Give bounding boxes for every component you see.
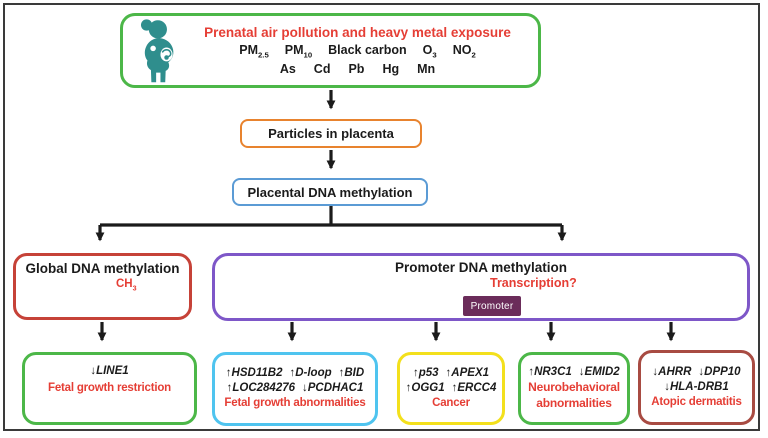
gene-label: ↑p53 (412, 366, 439, 379)
promoter-rect: Promoter (463, 296, 521, 316)
outcome-box-atopic-dermatitis: ↓AHRR ↓DPP10 ↓HLA-DRB1 Atopic dermatitis (638, 350, 755, 425)
gene-label: ↑OGG1 (405, 381, 445, 394)
gene-label: ↑APEX1 (445, 366, 490, 379)
pollutant-label: NO2 (452, 42, 476, 60)
particles-in-placenta-box: Particles in placenta (240, 119, 422, 148)
gene-list: ↓AHRR ↓DPP10 ↓HLA-DRB1 (652, 366, 740, 393)
outcome-box-cancer: ↑p53 ↑APEX1↑OGG1 ↑ERCC4 Cancer (397, 352, 505, 425)
outcome-label: Fetal growth abnormalities (224, 397, 366, 410)
pollutant-label: PM10 (284, 42, 313, 60)
gene-label: ↓DPP10 (698, 365, 741, 378)
gene-line: ↑OGG1 ↑ERCC4 (406, 382, 497, 394)
pollutant-label: Black carbon (328, 42, 407, 57)
gene-list: ↑p53 ↑APEX1↑OGG1 ↑ERCC4 (406, 367, 497, 394)
outcome-box-fetal-growth-restriction: ↓LINE1 Fetal growth restriction (22, 352, 197, 425)
global-dna-methylation-box: Global DNA methylation (13, 253, 192, 320)
branch-connector (100, 206, 562, 227)
outcome-label: Neurobehavioral abnormalities (528, 379, 620, 410)
gene-line: ↑NR3C1 ↓EMID2 (528, 366, 619, 378)
outcome-label: Atopic dermatitis (651, 395, 742, 408)
gene-label: ↑HSD11B2 (225, 367, 283, 380)
gene-label: ↓LINE1 (90, 365, 129, 377)
metal-label: Pb (348, 62, 365, 77)
gene-label: ↑NR3C1 (528, 365, 572, 378)
gene-list: ↓LINE1 (90, 365, 128, 377)
outcome-label: Fetal growth restriction (48, 382, 171, 394)
promoter-dna-methylation-box: Promoter DNA methylation (212, 253, 750, 321)
pollutant-label: PM2.5 (239, 42, 269, 60)
gene-label: ↑D-loop (289, 367, 332, 380)
exposure-box: Prenatal air pollution and heavy metal e… (120, 13, 541, 88)
gene-line: ↓LINE1 (90, 365, 128, 377)
promoter-title: Promoter DNA methylation (394, 260, 568, 275)
metal-line: As Cd Pb Hg Mn (280, 62, 435, 76)
metal-label: Cd (313, 62, 331, 77)
gene-label: ↓AHRR (652, 365, 692, 378)
placental-label: Placental DNA methylation (247, 184, 413, 200)
gene-label: ↑BID (338, 367, 365, 380)
gene-line: ↑LOC284276 ↓PCDHAC1 (226, 382, 364, 394)
metal-label: Hg (382, 62, 400, 77)
gene-label: ↓EMID2 (578, 365, 620, 378)
outcome-box-fetal-growth-abnormalities: ↑HSD11B2 ↑D-loop ↑BID ↑LOC284276 ↓PCDHAC1 Fe… (212, 352, 378, 426)
pollutant-line: PM2.5 PM10 Black carbon O3 NO2 (239, 43, 476, 60)
pollutant-label: O3 (422, 42, 437, 60)
gene-line: ↑HSD11B2 ↑D-loop ↑BID (226, 367, 364, 379)
gene-list: ↑NR3C1 ↓EMID2 (528, 366, 619, 378)
exposure-title: Prenatal air pollution and heavy metal e… (204, 24, 511, 40)
transcription-label: Transcription? (490, 276, 577, 290)
gene-line: ↓AHRR ↓DPP10 (652, 366, 740, 378)
gene-label: ↑ERCC4 (451, 381, 497, 394)
gene-line: ↓HLA-DRB1 (652, 381, 740, 393)
gene-label: ↓PCDHAC1 (302, 382, 364, 395)
ch3-label: CH3 (116, 278, 137, 293)
outcome-label: Cancer (432, 396, 470, 409)
gene-line: ↑p53 ↑APEX1 (406, 367, 497, 379)
pregnant-woman-icon (140, 18, 174, 82)
gene-label: ↓HLA-DRB1 (664, 380, 729, 393)
gene-list: ↑HSD11B2 ↑D-loop ↑BID ↑LOC284276 ↓PCDHAC1 (226, 367, 364, 394)
gene-label: ↑LOC284276 (226, 382, 296, 395)
placental-dna-methylation-box: Placental DNA methylation (232, 178, 428, 206)
metal-label: As (279, 62, 296, 77)
outcome-box-neurobehavioral-abnormalities: ↑NR3C1 ↓EMID2 Neurobehavioral abnormaliti… (518, 352, 630, 425)
exposure-content: Prenatal air pollution and heavy metal e… (183, 25, 532, 77)
global-title: Global DNA methylation (25, 261, 180, 276)
particles-label: Particles in placenta (268, 126, 394, 141)
metal-label: Mn (417, 62, 436, 77)
